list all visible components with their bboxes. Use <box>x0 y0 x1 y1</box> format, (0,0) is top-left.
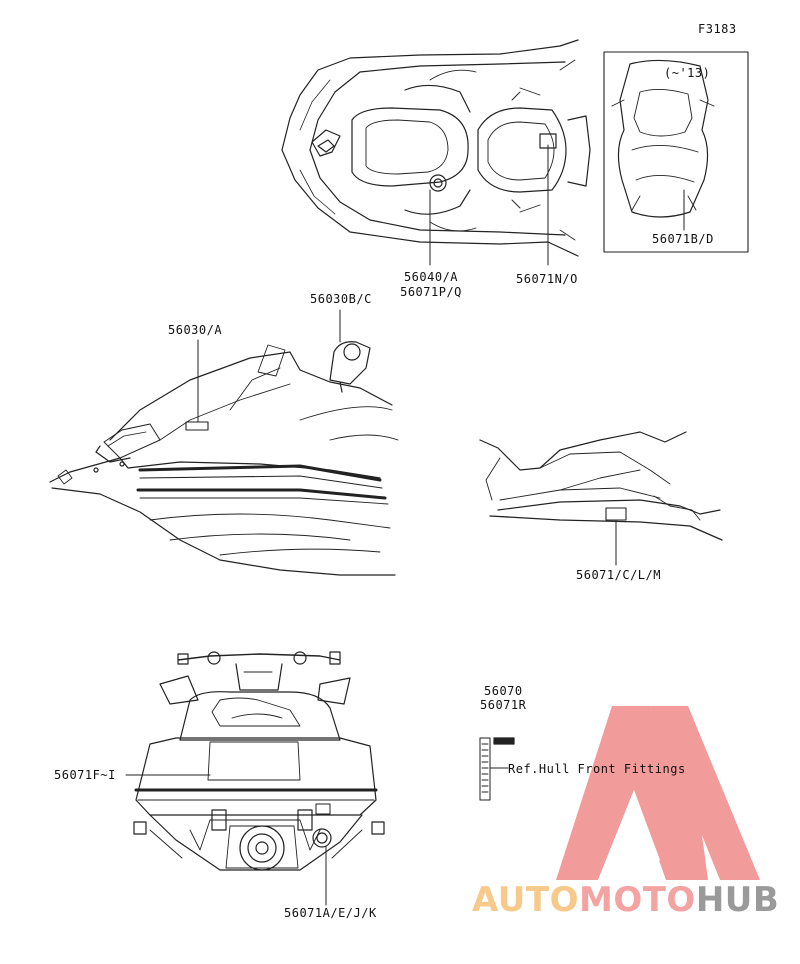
rear-view-drawing <box>125 651 385 906</box>
callout-side: 56071/C/L/M <box>576 568 661 582</box>
watermark-logo-mark <box>556 706 760 880</box>
callout-rear-left: 56071F~I <box>54 768 116 782</box>
callout-steering: 56030B/C <box>310 292 372 306</box>
figure-code: F3183 <box>698 22 737 36</box>
callout-rear-seat: 56071N/O <box>516 272 578 286</box>
top-view-drawing <box>281 39 591 266</box>
watermark-part-moto: MOTO <box>578 880 696 920</box>
watermark-part-hub: HUB <box>695 880 780 920</box>
watermark-wordmark: AUTOMOTOHUB <box>472 880 779 920</box>
ref-note: Ref.Hull Front Fittings <box>508 762 686 776</box>
callout-seat-b: 56071P/Q <box>400 285 462 299</box>
callout-hood: 56030/A <box>168 323 223 337</box>
callout-inset: 56071B/D <box>652 232 714 246</box>
side-view-drawing <box>479 431 723 566</box>
callout-strip-a: 56070 <box>484 684 523 698</box>
callout-rear-bottom: 56071A/E/J/K <box>284 906 377 920</box>
watermark-part-auto: AUTO <box>472 880 579 920</box>
front-side-drawing <box>49 309 399 576</box>
callout-strip-b: 56071R <box>480 698 527 712</box>
callout-seat-a: 56040/A <box>403 270 459 284</box>
strip-parts-drawing <box>479 737 515 801</box>
inset-year-note: (~'13) <box>664 66 711 80</box>
inset-drawing <box>603 51 749 253</box>
